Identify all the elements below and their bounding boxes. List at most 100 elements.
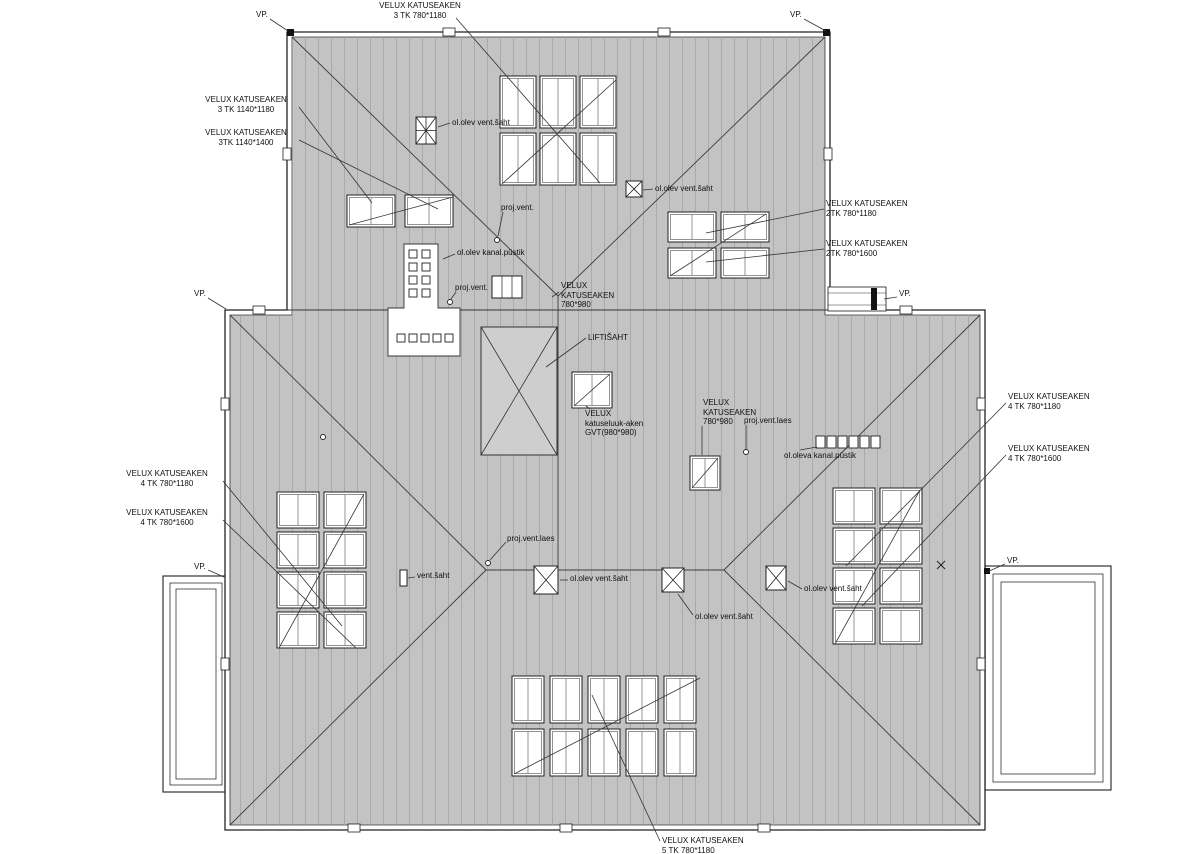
- annotation-text-line: ol.olev vent.šaht: [655, 184, 713, 193]
- roof-hip-lines: [229, 36, 981, 826]
- annotation-text-line: VP.: [899, 289, 911, 298]
- circle-marker: [743, 449, 749, 455]
- leader-line-velux-upper-left-a: [298, 106, 373, 204]
- annotation-text-line: VELUX KATUSEAKEN: [1008, 392, 1090, 401]
- annotation-text-line: 4 TK 780*1180: [140, 478, 194, 488]
- skylight-group-gvt-hatch: [571, 371, 613, 409]
- annotation-text-line: katuseluuk-aken: [585, 418, 644, 428]
- leader-line-kanal-pustik-label-1: [442, 253, 456, 260]
- annotation-text-line: ol.olev vent.šaht: [452, 118, 510, 127]
- leader-line-velux-upper-right-a: [705, 208, 825, 234]
- leader-line-vp-top-left: [269, 18, 289, 32]
- annotation-text-line: proj.vent.laes: [744, 416, 792, 425]
- annotation-text-line: VELUX: [585, 409, 612, 418]
- leader-line-lift-shaft-label: [545, 337, 587, 368]
- annotation-proj-vent-label-1: proj.vent.: [501, 203, 534, 213]
- annotation-kanal-pustik-label-1: ol.olev kanal.püstik: [457, 248, 525, 258]
- annotation-text-line: VELUX: [703, 398, 730, 407]
- building-outline: [224, 31, 986, 831]
- kanal-square-row: [815, 435, 881, 449]
- leader-line-proj-vent-label-1: [497, 211, 504, 237]
- leader-lines-layer: [207, 17, 1007, 842]
- markers-layer: [287, 29, 990, 574]
- annotation-text-line: VP.: [1007, 556, 1019, 565]
- leader-line-vp-left-bottom: [207, 569, 225, 578]
- annotation-text-line: ol.olev vent.šaht: [570, 574, 628, 583]
- annotation-vp-right-mid: VP.: [899, 289, 911, 299]
- lift-shaft: [480, 326, 558, 456]
- circle-marker: [485, 560, 491, 566]
- annotation-text-line: VELUX KATUSEAKEN: [126, 469, 208, 478]
- annotation-kanal-pustik-label-2: ol.oleva kanal.püstik: [784, 451, 856, 461]
- chimney-structure: [387, 243, 461, 357]
- annotation-text-line: VELUX KATUSEAKEN: [826, 199, 908, 208]
- annotation-vp-top-right: VP.: [790, 10, 802, 20]
- annotation-text-line: 3 TK 780*1180: [393, 10, 447, 20]
- annotation-text-line: 2TK 780*1600: [826, 248, 878, 258]
- annotation-vent-shaft-label-4: ol.olev vent.šaht: [695, 612, 753, 622]
- annotation-text-line: KATUSEAKEN: [703, 407, 757, 417]
- leader-line-proj-vent-laes-2: [489, 541, 507, 561]
- annotation-vp-left-mid: VP.: [194, 289, 206, 299]
- cross-marker: [936, 560, 946, 570]
- annotation-proj-vent-laes-2: proj.vent.laes: [507, 534, 555, 544]
- annotation-text-line: VELUX KATUSEAKEN: [126, 508, 208, 517]
- annotation-text-line: 4 TK 780*1600: [1008, 453, 1062, 463]
- chimney-squares-row: [396, 333, 454, 343]
- leader-line-velux-bottom: [591, 694, 661, 842]
- skylight-group-small-mid: [689, 455, 721, 491]
- bar-marker: [871, 288, 877, 310]
- annotation-text-line: vent.šaht: [417, 571, 450, 580]
- leader-line-vp-left-mid: [207, 297, 227, 310]
- vent-box-x-2: [533, 565, 559, 595]
- annotation-text-line: VP.: [256, 10, 268, 19]
- annotation-text-line: 2TK 780*1180: [826, 208, 877, 218]
- chimney-squares-col-2: [421, 249, 431, 298]
- leader-line-vp-top-right: [803, 18, 827, 32]
- annotation-text-line: 780*980: [561, 300, 591, 309]
- vent-box-x-1: [625, 180, 643, 198]
- leader-line-velux-right-a: [845, 402, 1007, 567]
- annotation-lift-shaft-label: LIFTIŠAHT: [588, 333, 628, 343]
- annotation-text-line: VELUX KATUSEAKEN: [662, 836, 744, 845]
- duct-squares-layer: [396, 249, 881, 449]
- terrace-right: [984, 565, 1112, 791]
- leader-line-vent-shaft-label-1: [437, 122, 451, 128]
- annotation-vp-right-bottom: VP.: [1007, 556, 1019, 566]
- annotation-vent-shaft-label-3: ol.olev vent.šaht: [570, 574, 628, 584]
- annotation-text-line: VELUX KATUSEAKEN: [379, 1, 461, 10]
- leader-line-vent-shaft-small-label: [407, 576, 416, 579]
- vent-box-x-4: [765, 565, 787, 591]
- annotation-text-line: 4 TK 780*1180: [1008, 401, 1061, 411]
- annotation-text-line: proj.vent.: [501, 203, 534, 212]
- annotation-vp-top-left: VP.: [256, 10, 268, 20]
- skylight-group-upper-left: [346, 194, 454, 228]
- leader-line-kanal-pustik-label-2: [799, 446, 818, 451]
- annotation-text-line: VP.: [790, 10, 802, 19]
- skylight-group-bottom-center: [511, 675, 701, 777]
- annotation-text-line: VELUX KATUSEAKEN: [826, 239, 908, 248]
- leader-line-velux-upper-right-b: [705, 248, 825, 263]
- annotation-text-line: LIFTIŠAHT: [588, 333, 629, 342]
- leader-line-vp-right-bottom: [986, 563, 1006, 573]
- skylight-group-upper-right: [667, 211, 770, 279]
- annotation-text-line: ol.olev kanal.püstik: [457, 248, 525, 257]
- skylights-layer: [276, 75, 923, 777]
- annotation-text-line: VELUX KATUSEAKEN: [1008, 444, 1090, 453]
- annotation-proj-vent-laes-1: proj.vent.laes: [744, 416, 792, 426]
- square-marker: [287, 29, 294, 36]
- annotation-text-line: KATUSEAKEN: [561, 290, 615, 300]
- annotation-proj-vent-label-2: proj.vent.: [455, 283, 488, 293]
- leader-line-velux-top: [455, 17, 601, 184]
- annotation-text-line: 5 TK 780*1180: [662, 845, 715, 854]
